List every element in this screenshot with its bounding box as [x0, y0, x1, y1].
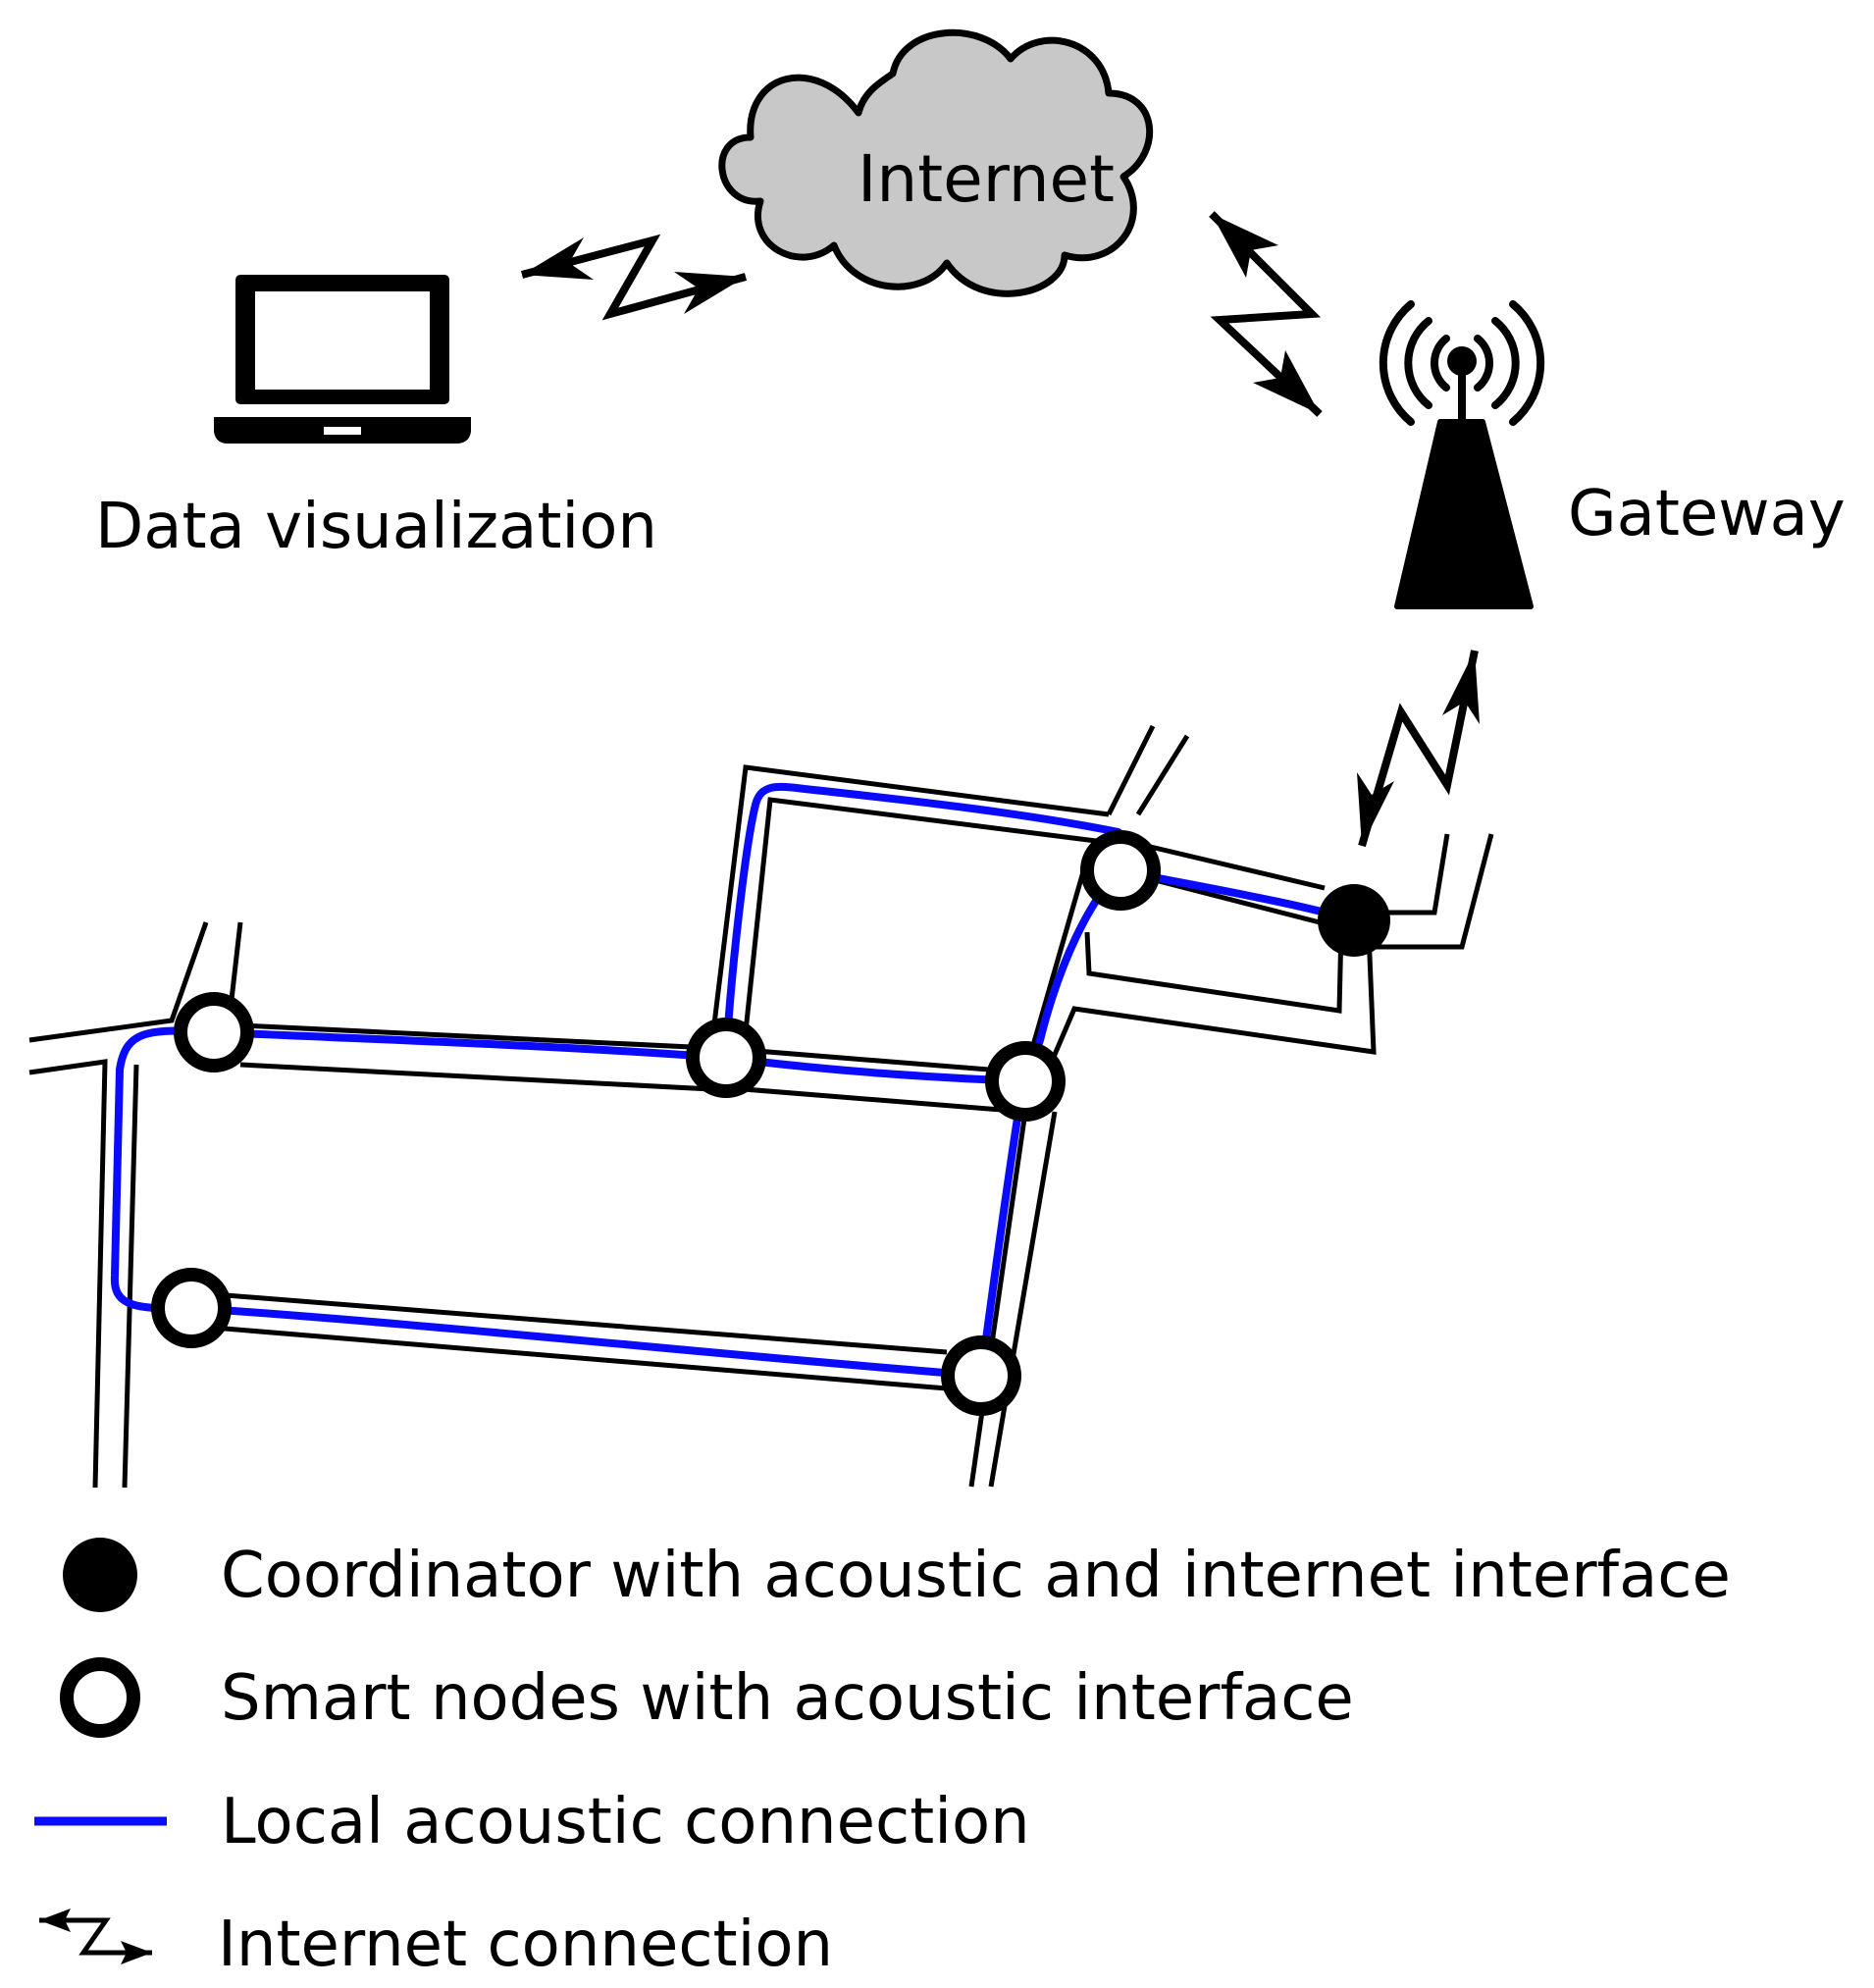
legend-smart-nodes-label: Smart nodes with acoustic interface	[221, 1662, 1354, 1735]
lightning-arrow-icon	[1357, 650, 1480, 848]
gateway-tower-icon	[1379, 300, 1545, 609]
smart-node	[686, 1018, 766, 1098]
legend-lightning-arrow-icon	[39, 1909, 152, 1964]
data-visualization-label: Data visualization	[95, 491, 657, 563]
lightning-arrow-icon	[520, 234, 748, 321]
gateway-label: Gateway	[1568, 478, 1846, 550]
legend-internet-connection-label: Internet connection	[218, 1909, 833, 1981]
smart-node	[174, 992, 254, 1072]
smart-nodes	[151, 830, 1161, 1416]
laptop-icon	[214, 275, 471, 444]
legend-smart-node-symbol	[60, 1657, 140, 1738]
smart-node	[985, 1041, 1066, 1122]
cloud-icon: Internet	[718, 28, 1154, 297]
smart-node	[941, 1335, 1021, 1416]
smart-node	[1080, 830, 1161, 911]
legend-local-acoustic-label: Local acoustic connection	[221, 1786, 1030, 1858]
legend: Coordinator with acoustic and internet i…	[34, 1538, 1731, 1981]
coordinator-node	[1318, 884, 1390, 957]
smart-node	[151, 1268, 232, 1348]
legend-coordinator-symbol	[63, 1538, 137, 1612]
legend-coordinator-label: Coordinator with acoustic and internet i…	[221, 1540, 1731, 1612]
lightning-arrow-icon	[1209, 211, 1323, 417]
internet-label: Internet	[858, 141, 1115, 217]
pipe-network	[28, 724, 1494, 1489]
